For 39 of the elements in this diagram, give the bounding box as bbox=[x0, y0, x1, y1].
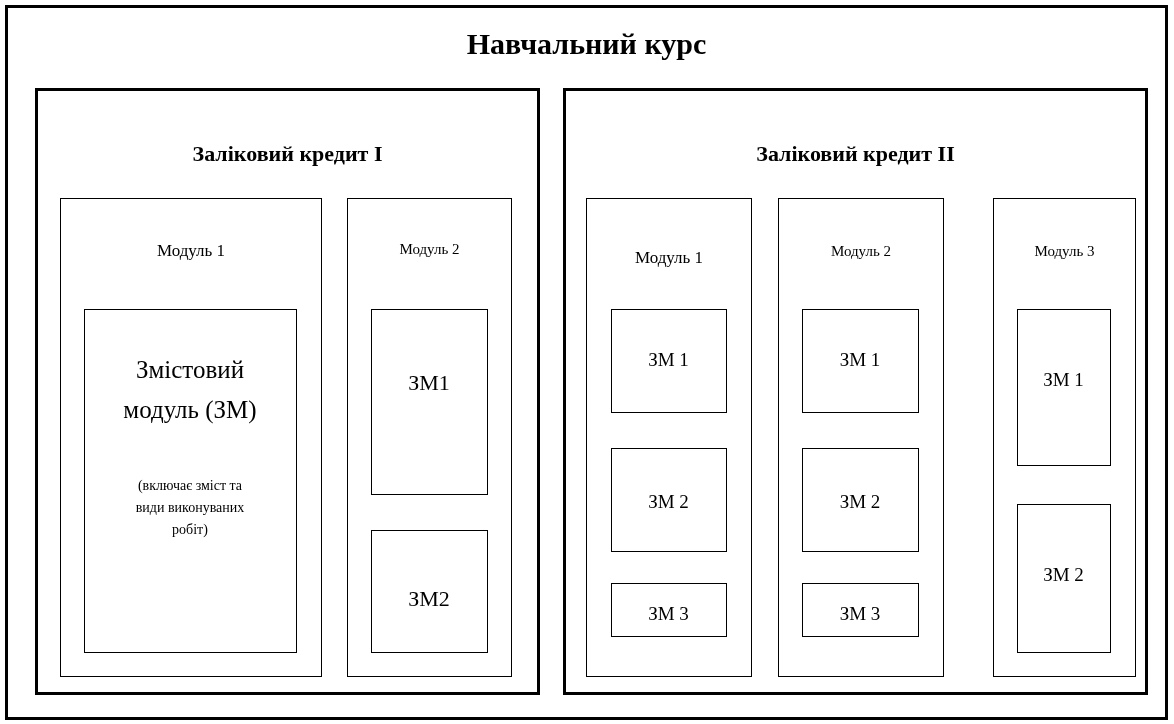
nested-box bbox=[60, 198, 322, 677]
nested-box bbox=[1016, 308, 1111, 466]
outer-frame bbox=[5, 5, 1168, 720]
box-heading: ЗМ2 bbox=[407, 584, 451, 613]
nested-box bbox=[610, 582, 727, 637]
box-heading: ЗМ1 bbox=[407, 368, 451, 397]
box-heading: ЗМ 2 bbox=[838, 489, 882, 514]
nested-box bbox=[801, 582, 919, 637]
box-heading: ЗМ 3 bbox=[838, 601, 882, 626]
nested-box bbox=[610, 447, 727, 552]
box-heading: Навчальний курс bbox=[465, 26, 708, 62]
nested-box bbox=[801, 308, 919, 413]
nested-box bbox=[801, 447, 919, 552]
nested-box bbox=[1016, 503, 1111, 653]
box-heading: ЗМ 3 bbox=[647, 601, 690, 626]
box-heading: Модуль 1 bbox=[155, 240, 227, 262]
box-heading: Модуль 1 bbox=[633, 247, 705, 269]
nested-box bbox=[610, 308, 727, 413]
box-heading: Заліковий кредит II bbox=[755, 140, 956, 168]
nested-box bbox=[993, 198, 1136, 677]
box-heading: Модуль 2 bbox=[398, 240, 461, 259]
box-heading: ЗМ 1 bbox=[647, 347, 690, 372]
nested-box bbox=[563, 88, 1148, 695]
box-note: (включає зміст та види виконуваних робіт) bbox=[134, 476, 246, 540]
nested-box bbox=[35, 88, 540, 695]
nested-box bbox=[347, 198, 512, 677]
box-heading: ЗМ 2 bbox=[1042, 562, 1085, 587]
nested-box bbox=[586, 198, 752, 677]
box-heading: Заліковий кредит I bbox=[191, 140, 384, 168]
nested-box bbox=[370, 308, 488, 495]
nested-box bbox=[370, 529, 488, 653]
box-heading: ЗМ 2 bbox=[647, 489, 690, 514]
box-heading: Змістовий модуль (ЗМ) bbox=[122, 354, 258, 426]
box-heading: Модуль 3 bbox=[1033, 242, 1096, 261]
box-heading: Модуль 2 bbox=[829, 242, 893, 261]
box-heading: ЗМ 1 bbox=[838, 347, 882, 372]
box-heading: ЗМ 1 bbox=[1042, 367, 1085, 392]
nested-box bbox=[778, 198, 944, 677]
nested-box bbox=[83, 308, 297, 653]
